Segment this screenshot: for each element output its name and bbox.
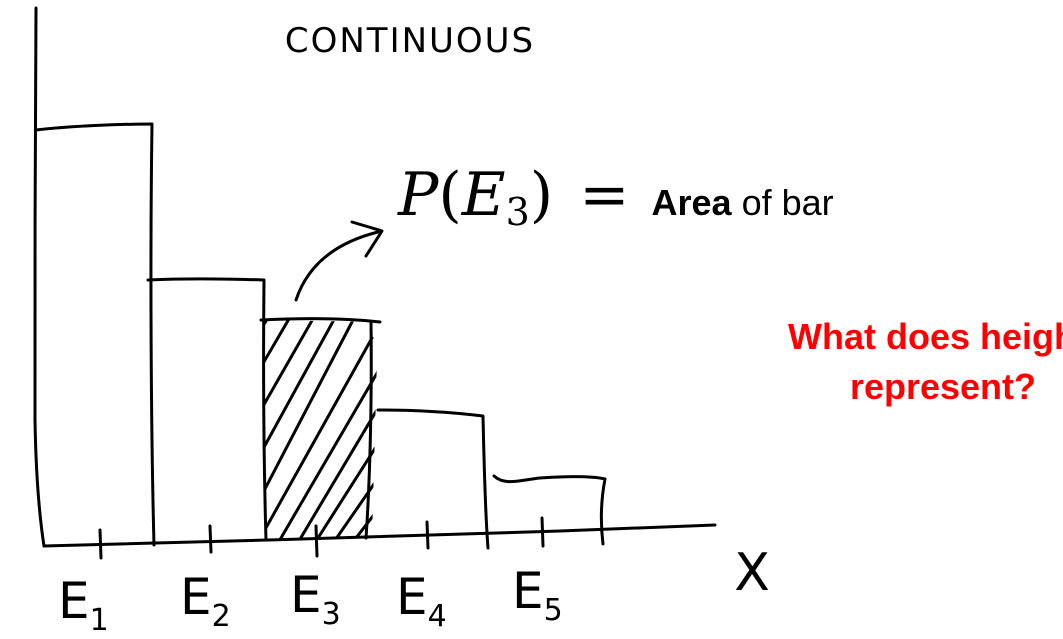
category-label-e1: E1 [58, 572, 109, 638]
bars [34, 122, 607, 550]
formula-equals: = [579, 160, 630, 230]
formula-event-index: 3 [505, 190, 530, 234]
tick-e3 [314, 524, 319, 558]
category-label-e4: E4 [396, 568, 447, 634]
formula-open-paren: ( [438, 160, 462, 230]
question-line-1: What does height [788, 316, 1063, 357]
x-axis [42, 523, 717, 548]
question-line-2: represent? [849, 366, 1037, 407]
curved-arrow [294, 220, 384, 302]
formula-rhs-bold: Area [651, 182, 732, 223]
y-axis [33, 6, 46, 548]
bar-e3-hatching [263, 320, 378, 540]
formula-lhs: P(E3) [398, 160, 553, 234]
formula-rhs: Area of bar [652, 182, 834, 224]
category-label-e2: E2 [180, 568, 231, 634]
x-axis-label: X [734, 543, 770, 603]
tick-e2 [208, 524, 213, 554]
category-labels: E1 E2 E3 E4 E5 [58, 562, 563, 638]
formula-event: E [461, 160, 506, 230]
formula-close-paren: ) [529, 160, 554, 230]
bar-e2 [146, 277, 268, 542]
category-label-e3: E3 [290, 566, 341, 632]
bar-e5 [492, 474, 607, 546]
probability-formula: P(E3) = Area of bar [398, 160, 834, 250]
formula-rhs-rest: of bar [731, 182, 834, 223]
category-label-e5: E5 [512, 562, 563, 628]
bar-e1 [34, 122, 156, 547]
chart-title: CONTINUOUS [285, 21, 535, 61]
tick-e1 [98, 528, 103, 560]
formula-symbol: P [398, 160, 439, 230]
tick-e5 [540, 516, 545, 548]
ticks [98, 516, 545, 560]
bar-e3 [259, 317, 382, 540]
tick-e4 [425, 520, 430, 550]
bar-e4 [376, 408, 490, 550]
